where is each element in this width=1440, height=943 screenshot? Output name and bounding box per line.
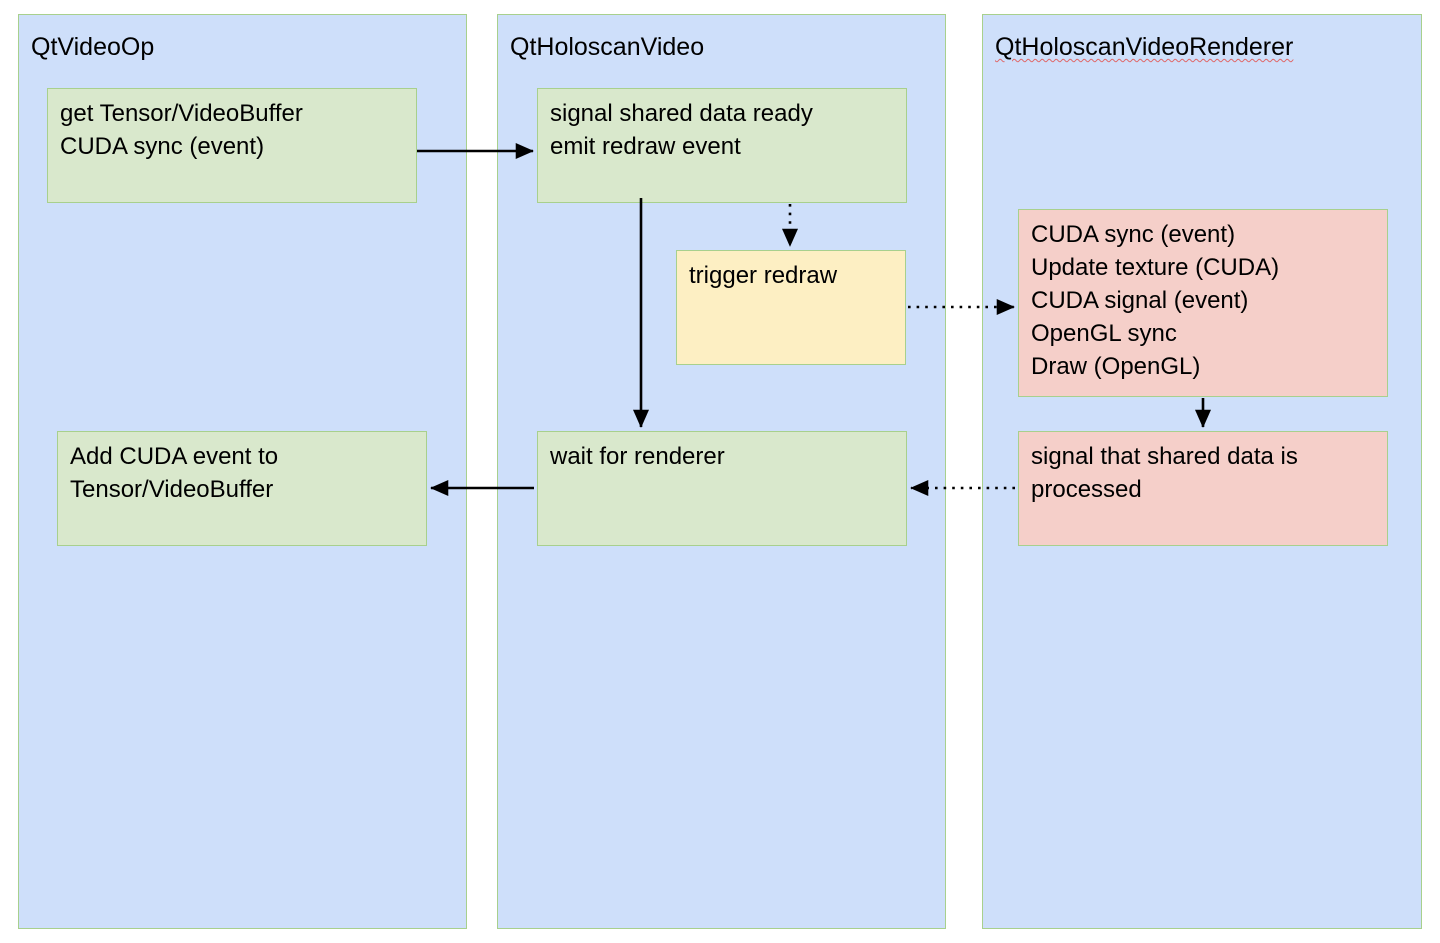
box-get-tensor[interactable]: get Tensor/VideoBuffer CUDA sync (event) [47,88,417,203]
lane-title-qtvideoop: QtVideoOp [31,33,155,61]
box-wait-for-renderer[interactable]: wait for renderer [537,431,907,546]
lane-title-qtholoscanvideorenderer: QtHoloscanVideoRenderer [995,33,1294,61]
box-add-cuda-event[interactable]: Add CUDA event to Tensor/VideoBuffer [57,431,427,546]
box-signal-shared-data-ready[interactable]: signal shared data ready emit redraw eve… [537,88,907,203]
lane-title-qtholoscanvideo: QtHoloscanVideo [510,33,705,61]
box-trigger-redraw[interactable]: trigger redraw [676,250,906,365]
box-renderer-steps[interactable]: CUDA sync (event) Update texture (CUDA) … [1018,209,1388,397]
box-signal-processed[interactable]: signal that shared data is processed [1018,431,1388,546]
